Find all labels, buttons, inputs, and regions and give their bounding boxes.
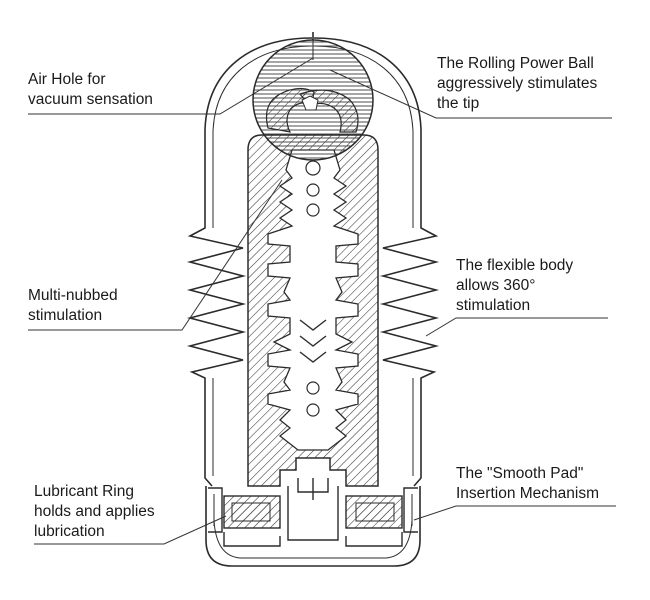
lube-ring-line-3: lubrication — [34, 523, 105, 540]
callout-smooth-pad: The "Smooth Pad" Insertion Mechanism — [413, 465, 616, 521]
power-ball-line-3: the tip — [437, 95, 479, 112]
lube-ring-line-2: holds and applies — [34, 503, 155, 520]
callout-power-ball: The Rolling Power Ball aggressively stim… — [329, 55, 612, 119]
flexible-line-3: stimulation — [456, 297, 530, 314]
smooth-pad-mechanism — [208, 478, 418, 547]
callout-air-hole: Air Hole for vacuum sensation — [28, 57, 314, 115]
outer-wall-right — [313, 37, 440, 487]
smooth-pad-line-1: The "Smooth Pad" — [456, 465, 583, 482]
chevron-nubs — [299, 319, 327, 363]
callout-flexible: The flexible body allows 360° stimulatio… — [425, 257, 608, 337]
nubs-line-1: Multi-nubbed — [28, 287, 118, 304]
callout-lube-ring: Lubricant Ring holds and applies lubrica… — [34, 483, 227, 545]
inner-sleeve — [247, 134, 379, 487]
flexible-line-1: The flexible body — [456, 257, 573, 274]
nubs-line-2: stimulation — [28, 307, 102, 324]
inner-canal — [267, 149, 359, 451]
air-hole-line-2: vacuum sensation — [28, 91, 153, 108]
callout-nubs: Multi-nubbed stimulation — [28, 179, 283, 331]
power-ball-line-2: aggressively stimulates — [437, 75, 597, 92]
air-hole-line-1: Air Hole for — [28, 71, 106, 88]
smooth-pad-line-2: Insertion Mechanism — [456, 485, 599, 502]
nub-dots — [305, 160, 321, 417]
outer-wall-left — [186, 37, 313, 487]
rolling-power-ball — [252, 39, 374, 161]
lube-ring-line-1: Lubricant Ring — [34, 483, 134, 500]
bottom-cap — [205, 486, 421, 567]
power-ball-line-1: The Rolling Power Ball — [437, 55, 594, 72]
flexible-line-2: allows 360° — [456, 277, 535, 294]
